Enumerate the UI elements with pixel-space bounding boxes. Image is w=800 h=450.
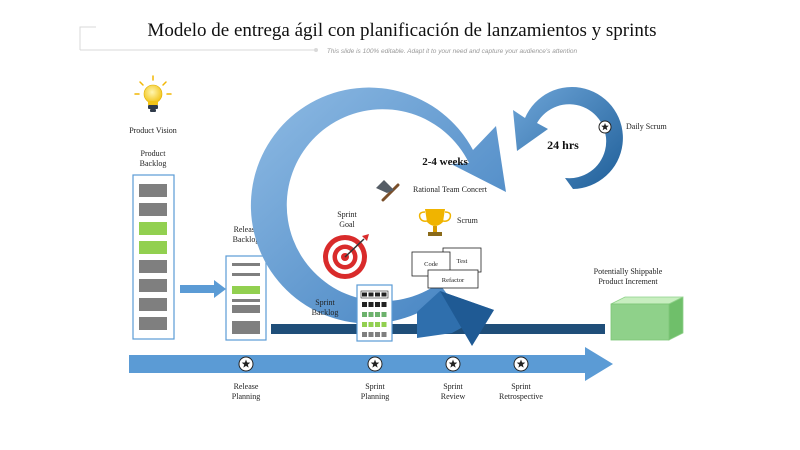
sprint-backlog-label-2: Backlog (312, 308, 339, 317)
backlog-item (139, 203, 167, 216)
backlog-item (139, 222, 167, 235)
sprint-board-cell (368, 322, 374, 327)
star-icon (601, 123, 609, 131)
test-label: Test (457, 258, 468, 265)
release-backlog-item (232, 321, 260, 334)
release-backlog-item (232, 299, 260, 302)
release-backlog-label-2: Backlog (233, 235, 260, 244)
star-icon (516, 359, 526, 368)
sprint-goal-label-2: Goal (339, 220, 355, 229)
title-bracket (79, 26, 96, 50)
sprint-board-header (360, 290, 389, 299)
release-backlog-item (232, 273, 260, 276)
product-vision-label: Product Vision (129, 126, 177, 135)
milestone-label: Sprint (511, 382, 531, 391)
sprint-board-cell (368, 332, 374, 337)
sprint-board-cell (381, 292, 387, 297)
trophy-icon (418, 209, 452, 236)
product-increment-box (610, 296, 684, 341)
backlog-item (139, 260, 167, 273)
sprint-board-cell (375, 312, 380, 317)
sprint-backlog-board (356, 284, 393, 342)
milestone-label: Release (234, 382, 259, 391)
sprint-board-cell (375, 332, 380, 337)
backlog-item (139, 279, 167, 292)
sprint-board-cell (375, 302, 380, 307)
sprint-board-cell (381, 322, 387, 327)
lightbulb-icon (134, 75, 172, 112)
sprint-board-cell (368, 312, 374, 317)
page-title: Modelo de entrega ágil con planificación… (147, 20, 656, 41)
rational-team-concert-label: Rational Team Concert (413, 185, 488, 194)
code-label: Code (424, 261, 438, 268)
shippable-label-1: Potentially Shippable (594, 267, 663, 276)
title-area: Modelo de entrega ágil con planificación… (79, 20, 657, 55)
release-backlog-item (232, 286, 260, 294)
target-icon (323, 234, 369, 279)
product-backlog (132, 174, 175, 340)
product-backlog-label-2: Backlog (140, 159, 167, 168)
sprint-board-cell (381, 302, 387, 307)
refactor-card (427, 269, 479, 289)
product-backlog-label-1: Product (141, 149, 167, 158)
sprint-board-cell (381, 312, 387, 317)
release-backlog-label-1: Release (234, 225, 259, 234)
backlog-flow-arrow (180, 280, 226, 298)
backlog-item (139, 317, 167, 330)
milestone-label: Retrospective (499, 392, 543, 401)
milestone-label: Sprint (443, 382, 463, 391)
sprint-board-cell (362, 322, 367, 327)
title-underline-dot (314, 48, 318, 52)
shippable-label-2: Product Increment (598, 277, 658, 286)
backlog-item (139, 184, 167, 197)
star-icon (448, 359, 458, 368)
milestone-label: Sprint (365, 382, 385, 391)
star-icon (370, 359, 380, 368)
milestone-label: Planning (232, 392, 260, 401)
milestone-label: Planning (361, 392, 389, 401)
release-backlog (225, 255, 267, 341)
sprint-board-cell (362, 312, 367, 317)
daily-scrum-label: Daily Scrum (626, 122, 667, 131)
sprint-board-cell (375, 292, 380, 297)
product-backlog-frame (132, 174, 175, 340)
hammer-icon (376, 180, 400, 202)
refactor-label: Refactor (442, 277, 465, 284)
sprint-board-cell (381, 332, 387, 337)
sprint-board-cell (368, 302, 374, 307)
sprint-backlog-label-1: Sprint (315, 298, 335, 307)
milestone-label: Review (441, 392, 466, 401)
release-backlog-item (232, 263, 260, 266)
daily-scrum-time: 24 hrs (547, 138, 579, 152)
backlog-item (139, 241, 167, 254)
release-backlog-item (232, 305, 260, 313)
star-icon (241, 359, 251, 368)
daily-scrum-arrow (513, 87, 623, 189)
page-subtitle: This slide is 100% editable. Adapt it to… (327, 48, 578, 55)
sprint-board-cell (375, 322, 380, 327)
sprint-board-cell (362, 292, 367, 297)
sprint-goal-label-1: Sprint (337, 210, 357, 219)
sprint-cycle-arrowhead-tip (440, 291, 494, 346)
backlog-item (139, 298, 167, 311)
scrum-label: Scrum (457, 216, 479, 225)
code-test-refactor-cards: Test Code Refactor (411, 247, 482, 289)
sprint-board-cell (368, 292, 374, 297)
sprint-duration: 2-4 weeks (422, 156, 468, 168)
sprint-board-cell (362, 332, 367, 337)
sprint-board-cell (362, 302, 367, 307)
